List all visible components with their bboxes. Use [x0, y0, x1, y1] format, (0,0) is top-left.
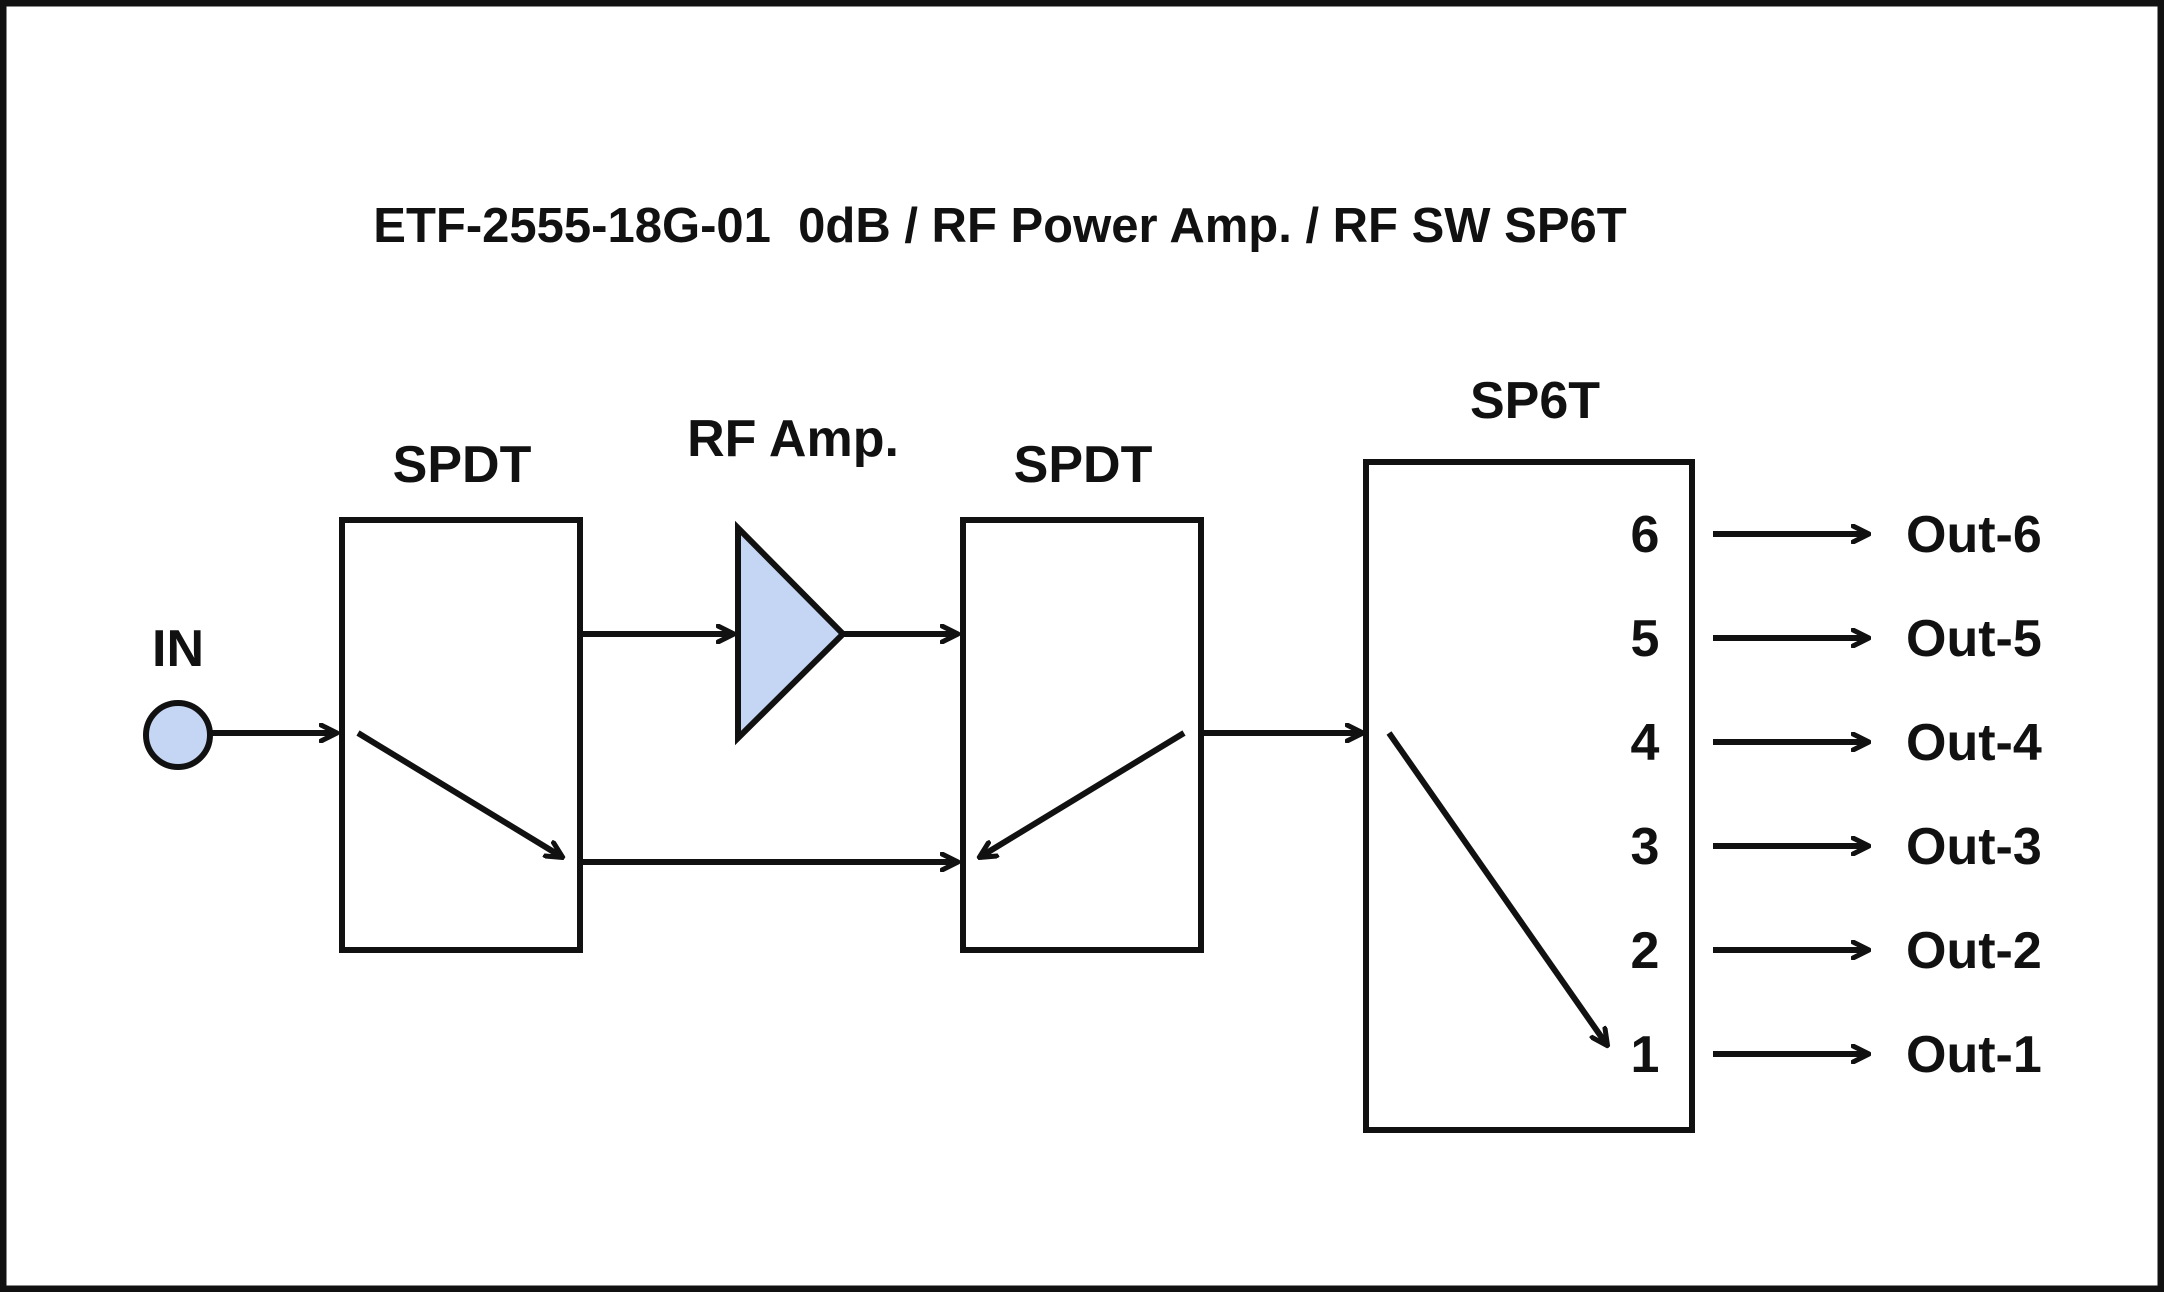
sp6t-port-number: 4 [1631, 714, 1660, 772]
spdt-in-block [339, 517, 583, 953]
spdt-out-block [960, 517, 1204, 953]
output-label: Out-5 [1906, 610, 2042, 668]
spdt-in-switch-arrow [356, 730, 562, 857]
sp6t-port-row: 1 Out-1 [1631, 1026, 2042, 1084]
spdt-out-switch-arrow [980, 730, 1186, 857]
input-terminal-icon [143, 700, 213, 770]
sp6t-port-row: 5 Out-5 [1631, 610, 2042, 668]
output-label: Out-6 [1906, 506, 2042, 564]
output-label: Out-2 [1906, 922, 2042, 980]
sp6t-port-row: 4 Out-4 [1631, 714, 2042, 772]
sp6t-port-number: 3 [1631, 818, 1660, 876]
sp6t-switch-arrow [1386, 731, 1607, 1045]
sp6t-port-row: 6 Out-6 [1631, 506, 2042, 564]
input-label: IN [152, 620, 204, 678]
sp6t-port-number: 1 [1631, 1026, 1660, 1084]
sp6t-port-row: 2 Out-2 [1631, 922, 2042, 980]
sp6t-port-row: 3 Out-3 [1631, 818, 2042, 876]
sp6t-label: SP6T [1470, 372, 1600, 430]
spdt-in-label: SPDT [393, 436, 532, 494]
sp6t-port-number: 6 [1631, 506, 1660, 564]
sp6t-port-list: 6 Out-6 5 Out-5 4 Out-4 3 Out-3 2 Out-2 1 Out-1 [1631, 506, 2042, 1084]
diagram-title: ETF-2555-18G-01 0dB / RF Power Amp. / RF… [373, 199, 1626, 253]
spdt-out-label: SPDT [1014, 436, 1153, 494]
output-label: Out-1 [1906, 1026, 2042, 1084]
sp6t-block [1363, 459, 1695, 1133]
rf-amp-triangle-icon [735, 520, 848, 746]
sp6t-port-number: 5 [1631, 610, 1660, 668]
sp6t-port-number: 2 [1631, 922, 1660, 980]
rf-amp-label: RF Amp. [687, 410, 899, 468]
output-label: Out-3 [1906, 818, 2042, 876]
output-label: Out-4 [1906, 714, 2042, 772]
